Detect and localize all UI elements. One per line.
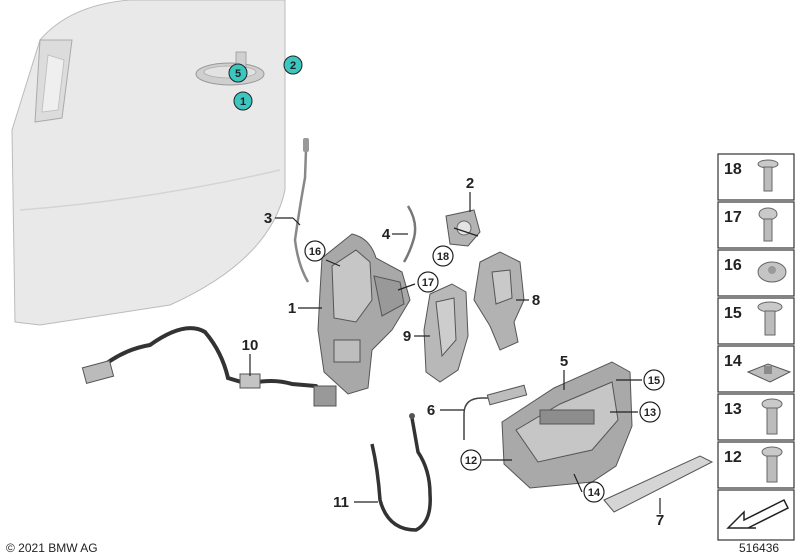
door-lock [317,233,411,395]
pan-head-screw-icon [761,446,783,483]
rod [293,138,310,283]
bracket [445,209,481,247]
leader-lines [249,192,661,514]
callout-2-highlight[interactable]: 2 [283,55,303,75]
callout-14[interactable]: 14 [583,481,605,503]
svg-text:17: 17 [724,209,742,226]
svg-text:5: 5 [235,68,241,80]
callout-16[interactable]: 16 [304,240,326,262]
legend-cell-17[interactable] [717,201,795,249]
callouts: 1 5 2 2 3 4 16 17 18 1 8 9 10 5 [228,55,665,529]
svg-text:17: 17 [422,277,434,289]
arrow-icon [726,498,790,529]
svg-text:12: 12 [724,449,742,466]
clip-nut-icon [746,363,792,383]
svg-text:13: 13 [724,401,742,418]
svg-text:2: 2 [290,60,296,72]
wiring-harness [463,384,528,440]
callout-15[interactable]: 15 [643,369,665,391]
callout-10[interactable]: 10 [242,337,259,354]
release-cable [370,413,432,532]
callout-11[interactable]: 11 [333,494,349,511]
bowden-cable [81,326,337,407]
callout-6[interactable]: 6 [427,402,435,419]
diagram-id: 516436 [739,541,780,555]
support-bracket [473,251,525,351]
carrier-bracket [423,283,469,383]
door-panel [11,0,286,326]
cap-nut-icon [757,261,787,283]
callout-1-highlight[interactable]: 1 [233,91,253,111]
fastener-legend: 18 17 16 15 14 13 [717,153,795,541]
svg-text:13: 13 [644,407,656,419]
callout-4[interactable]: 4 [382,226,391,243]
svg-text:15: 15 [724,305,742,322]
svg-text:1: 1 [240,96,246,108]
hex-collar-screw-icon [761,398,783,435]
svg-text:16: 16 [724,257,742,274]
cable-rod [402,205,417,263]
svg-text:14: 14 [724,353,742,370]
callout-3[interactable]: 3 [264,210,272,227]
callout-7[interactable]: 7 [656,512,664,529]
callout-12[interactable]: 12 [460,449,482,471]
callout-13[interactable]: 13 [639,401,661,423]
svg-text:18: 18 [437,251,449,263]
svg-text:16: 16 [309,246,321,258]
flat-head-screw-icon [757,159,779,192]
legend-cell-18[interactable] [717,153,795,201]
copyright-text: © 2021 BMW AG [6,541,98,555]
handle-trim [603,455,714,513]
callout-2[interactable]: 2 [466,175,474,192]
svg-text:15: 15 [648,375,660,387]
svg-text:12: 12 [465,455,477,467]
callout-18[interactable]: 18 [432,245,454,267]
callout-17[interactable]: 17 [417,271,439,293]
callout-1[interactable]: 1 [288,300,296,317]
svg-text:14: 14 [588,487,601,499]
callout-5[interactable]: 5 [560,353,568,370]
round-head-screw-icon [758,207,778,242]
callout-8[interactable]: 8 [532,292,540,309]
callout-5-highlight[interactable]: 5 [228,63,248,83]
handle-carrier [501,361,633,489]
collar-screw-icon [757,301,783,336]
svg-text:18: 18 [724,161,742,178]
callout-9[interactable]: 9 [403,328,411,345]
